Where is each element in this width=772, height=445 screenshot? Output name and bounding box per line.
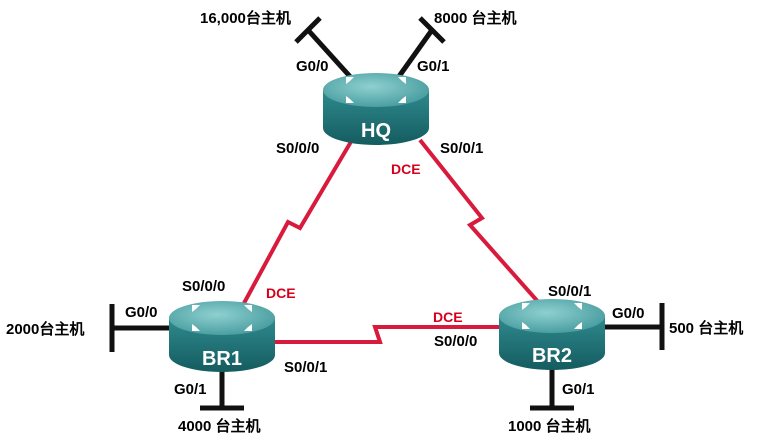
br2-s000-label: S0/0/0 xyxy=(434,333,477,350)
serial-link-br1-br2 xyxy=(270,325,508,344)
router-hq[interactable]: HQ xyxy=(323,73,429,145)
br2-g01-label: G0/1 xyxy=(562,381,595,398)
br1-g01-label: G0/1 xyxy=(174,381,207,398)
hq-s000-label: S0/0/0 xyxy=(276,140,319,157)
hq-g00-host-bar xyxy=(294,16,322,44)
br1-g01-host-count: 4000 台主机 xyxy=(178,417,261,435)
serial-link-hq-br2 xyxy=(418,138,542,306)
router-arrows-icon xyxy=(192,305,252,331)
router-br2[interactable]: BR2 xyxy=(499,299,605,370)
hq-g01-label: G0/1 xyxy=(417,58,450,75)
br2-dce-label: DCE xyxy=(433,309,463,325)
router-br2-label: BR2 xyxy=(532,345,572,367)
br1-g00-host-count: 2000台主机 xyxy=(6,320,84,338)
hq-g00-link xyxy=(306,28,357,84)
br1-s001-label: S0/0/1 xyxy=(284,359,327,376)
router-br1-label: BR1 xyxy=(202,348,242,370)
hq-g00-label: G0/0 xyxy=(296,58,329,75)
serial-link-hq-br1 xyxy=(241,138,354,306)
br2-g01-host-count: 1000 台主机 xyxy=(508,417,591,435)
hq-dce-label: DCE xyxy=(391,161,421,177)
br2-g00-label: G0/0 xyxy=(612,305,645,322)
br2-g00-host-count: 500 台主机 xyxy=(669,319,743,337)
hq-g01-host-count: 8000 台主机 xyxy=(434,9,517,27)
hq-g00-host-count: 16,000台主机 xyxy=(200,9,291,27)
router-hq-label: HQ xyxy=(361,120,391,142)
hq-g01-host-bar xyxy=(418,16,446,44)
router-arrows-icon xyxy=(346,77,406,103)
hq-s001-label: S0/0/1 xyxy=(440,140,483,157)
br2-s001-label: S0/0/1 xyxy=(548,283,591,300)
br1-s000-label: S0/0/0 xyxy=(182,278,225,295)
router-arrows-icon xyxy=(522,303,582,329)
router-br1[interactable]: BR1 xyxy=(169,301,275,372)
hq-g01-link xyxy=(392,28,435,84)
br1-g00-label: G0/0 xyxy=(125,304,158,321)
br1-dce-label: DCE xyxy=(266,285,296,301)
